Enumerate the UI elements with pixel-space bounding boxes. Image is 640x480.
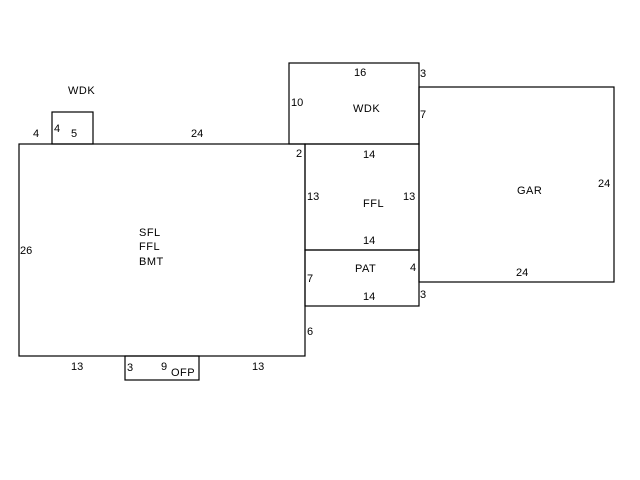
first-floor-addition-outline <box>304 143 420 251</box>
ffl-label: FFL <box>363 198 384 210</box>
dim-wdk-upper-right: 7 <box>420 109 426 121</box>
dim-main-left: 26 <box>20 245 32 257</box>
dim-pat-bottom: 14 <box>363 291 375 303</box>
ofp-label: OFP <box>171 367 195 379</box>
dim-wdk-upper-top: 16 <box>354 67 366 79</box>
dim-ffl-top: 14 <box>363 149 375 161</box>
patio-outline <box>304 249 420 307</box>
dim-gar-bottom: 24 <box>516 267 528 279</box>
dim-ofp-depth: 3 <box>127 362 133 374</box>
main-house-outline <box>18 143 306 357</box>
dim-ffl-left: 13 <box>307 191 319 203</box>
open-frame-porch-outline <box>124 355 200 381</box>
garage-outline <box>418 86 615 283</box>
wdk-small-label: WDK <box>68 85 95 97</box>
wdk-upper-label: WDK <box>353 103 380 115</box>
dim-main-top: 24 <box>191 128 203 140</box>
dim-main-bottom-left: 13 <box>71 361 83 373</box>
dim-gar-right: 24 <box>598 178 610 190</box>
dim-ffl-bottom: 14 <box>363 235 375 247</box>
dim-pat-corner: 3 <box>420 289 426 301</box>
dim-pat-left: 7 <box>307 273 313 285</box>
dim-wdk-upper-left: 10 <box>291 97 303 109</box>
dim-pat-right: 4 <box>410 262 416 274</box>
pat-label: PAT <box>355 263 376 275</box>
dim-wdk-upper-corner: 3 <box>420 68 426 80</box>
dim-ofp-width: 9 <box>161 361 167 373</box>
main-room-label-sfl: SFL <box>139 227 161 239</box>
main-room-label-bmt: BMT <box>139 256 164 268</box>
dim-ffl-right: 13 <box>403 191 415 203</box>
dim-main-right-lower: 6 <box>307 326 313 338</box>
dim-ffl-offset: 2 <box>296 148 302 160</box>
main-room-label-ffl: FFL <box>139 241 160 253</box>
wood-deck-small-outline <box>51 111 94 145</box>
dim-wdk-small-width: 5 <box>71 128 77 140</box>
gar-label: GAR <box>517 185 542 197</box>
dim-main-bottom-right: 13 <box>252 361 264 373</box>
dim-main-top-left: 4 <box>33 128 39 140</box>
dim-wdk-small-height: 4 <box>54 123 60 135</box>
